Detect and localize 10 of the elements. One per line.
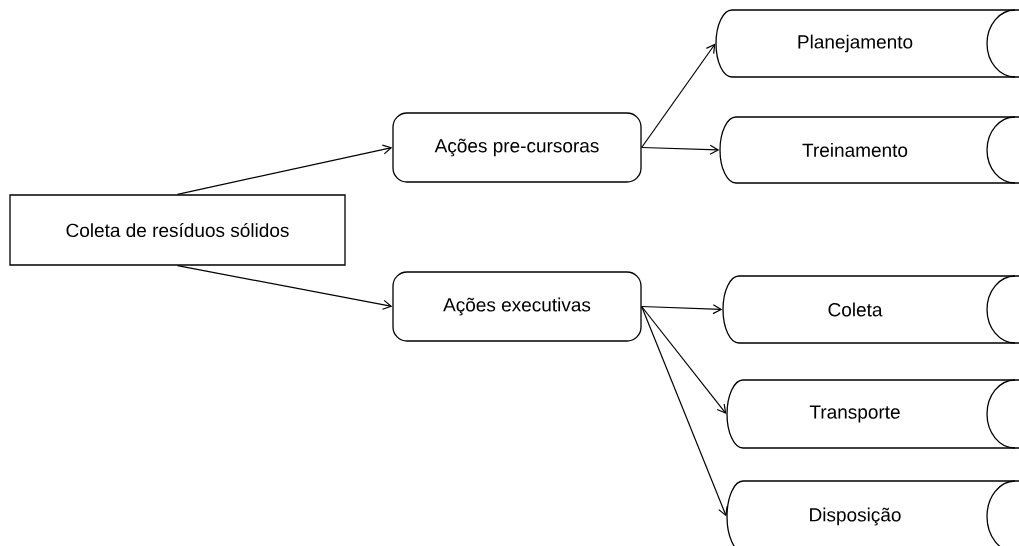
rounded-box: Ações pre-cursoras xyxy=(392,112,642,183)
rounded-box: Ações executivas xyxy=(392,271,642,342)
arrow xyxy=(641,144,720,155)
arrow xyxy=(641,304,723,315)
arrow xyxy=(641,305,728,517)
process-box: Coleta de resíduos sólidos xyxy=(9,194,346,266)
arrow xyxy=(641,305,727,414)
arrow xyxy=(176,144,393,195)
arrow xyxy=(641,43,716,149)
arrow xyxy=(176,265,393,310)
